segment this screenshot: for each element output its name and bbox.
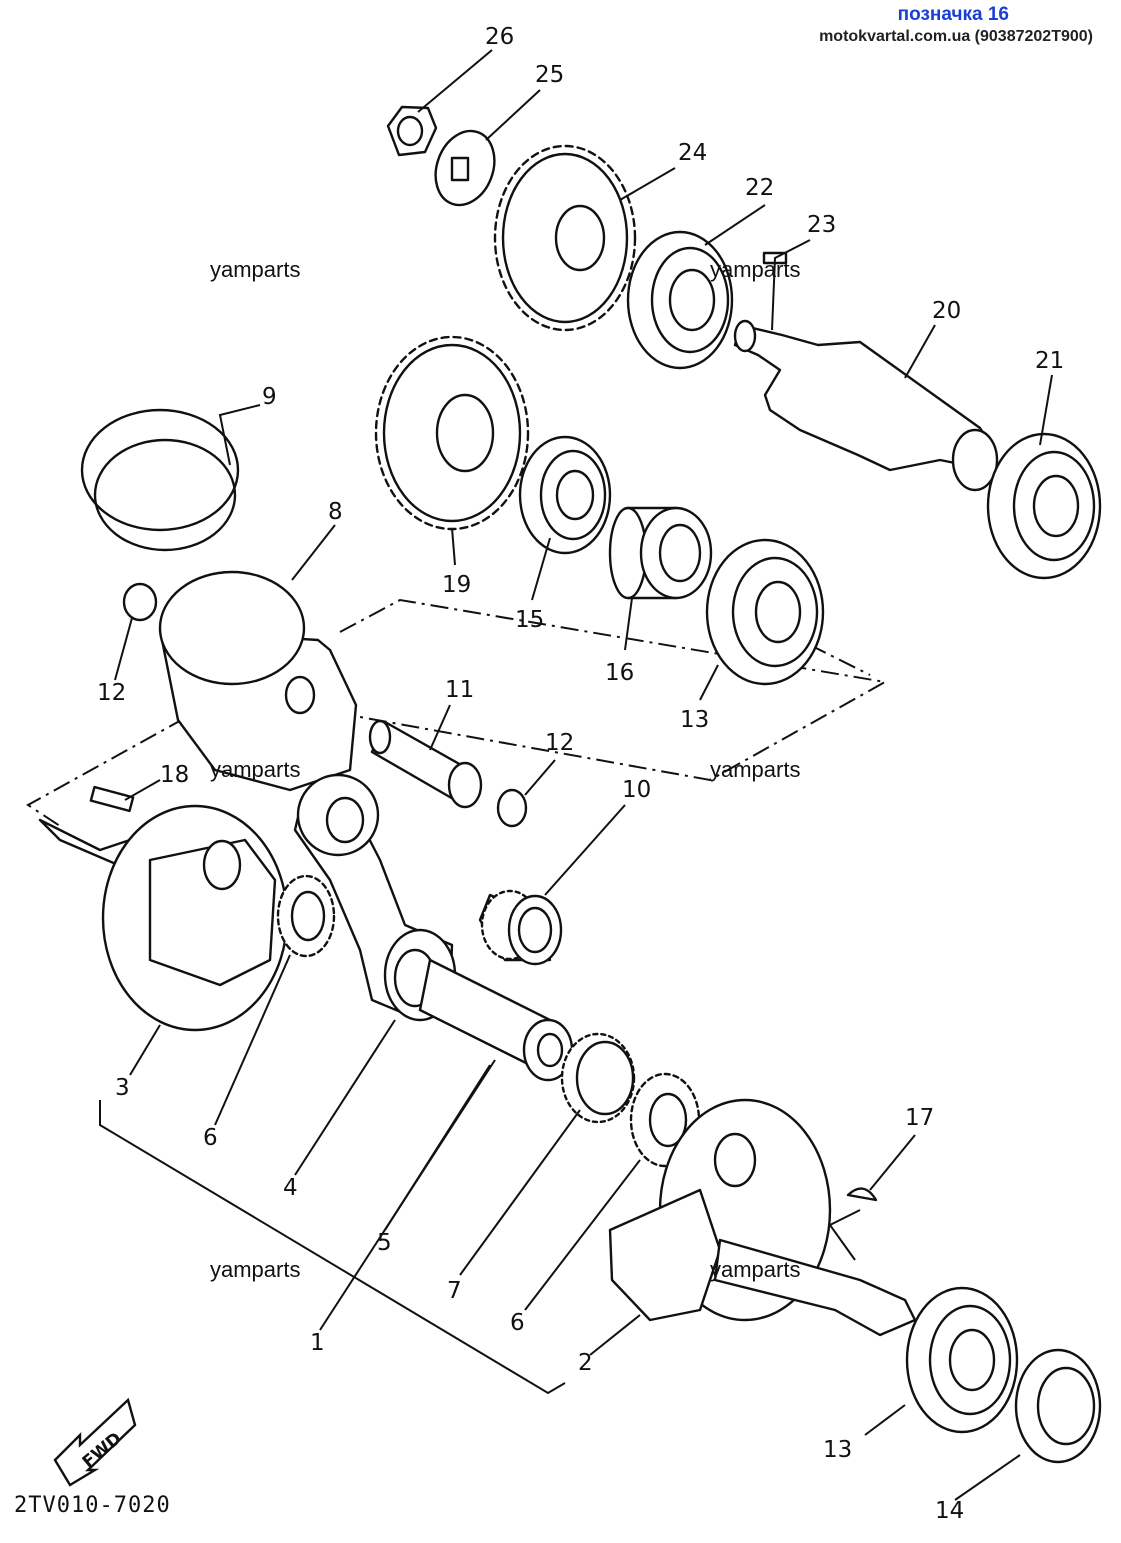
diagram-code: 2TV010-7020 <box>14 1493 171 1518</box>
watermark-text: yamparts <box>210 1257 301 1282</box>
woodruff-key-part <box>846 1187 878 1202</box>
watermark-text: yamparts <box>710 757 801 782</box>
callout-17: 17 <box>905 1105 934 1131</box>
oil-seal-part <box>1014 1348 1102 1464</box>
small-end-bearing-part <box>478 889 563 966</box>
collar-part <box>608 506 713 600</box>
callout-6-left: 6 <box>203 1125 218 1151</box>
callout-14: 14 <box>935 1498 964 1524</box>
assembly-line-bearing <box>309 598 888 782</box>
callout-4: 4 <box>283 1175 298 1201</box>
callout-2: 2 <box>578 1350 593 1376</box>
big-end-bearing-part <box>560 1032 636 1124</box>
circlip-left-part <box>122 582 158 622</box>
callout-25: 25 <box>535 62 564 88</box>
callout-20: 20 <box>932 298 961 324</box>
balancer-shaft-part <box>733 319 999 492</box>
callout-10: 10 <box>622 777 651 803</box>
piston-pin-part <box>368 719 483 809</box>
key-left-part <box>89 785 135 813</box>
callout-5: 5 <box>377 1230 392 1256</box>
callout-6-right: 6 <box>510 1310 525 1336</box>
callout-numbers: 26 25 24 22 23 20 21 9 8 19 15 16 13 12 … <box>97 24 1064 1524</box>
callout-13-lower: 13 <box>823 1437 852 1463</box>
crank-bearing-upper-part <box>705 538 825 686</box>
callout-8: 8 <box>328 499 343 525</box>
callout-1: 1 <box>310 1330 325 1356</box>
watermark-text: yamparts <box>710 257 801 282</box>
callout-23: 23 <box>807 212 836 238</box>
watermark-text: yamparts <box>210 257 301 282</box>
bearing-right-part <box>986 432 1102 580</box>
balancer-gear-part <box>374 335 530 531</box>
crank-wheel-right-part <box>608 1098 917 1337</box>
source-site-text: motokvartal.com.ua (90387202T900) <box>819 28 1093 45</box>
callout-18: 18 <box>160 762 189 788</box>
callout-12-left: 12 <box>97 680 126 706</box>
callout-21: 21 <box>1035 348 1064 374</box>
nut-part <box>386 105 438 157</box>
diagram-label: позначка 16 <box>897 4 1009 25</box>
callout-9: 9 <box>262 384 277 410</box>
piston-rings-part <box>80 408 240 552</box>
callout-12-right: 12 <box>545 730 574 756</box>
bearing-upper-part <box>626 230 734 370</box>
fwd-arrow-icon: FWD <box>53 1397 137 1487</box>
bearing-15-part <box>518 435 612 555</box>
callout-13-upper: 13 <box>680 707 709 733</box>
callout-16: 16 <box>605 660 634 686</box>
leader-lines <box>114 49 1053 1501</box>
assembly-line-piston <box>26 717 186 827</box>
piston-part <box>158 570 358 792</box>
lock-washer-part <box>434 129 496 207</box>
crank-wheel-left-part <box>38 804 289 1032</box>
callout-19: 19 <box>442 572 471 598</box>
thrust-washer-left-part <box>276 874 336 958</box>
callout-11: 11 <box>445 677 474 703</box>
circlip-right-part <box>496 788 528 828</box>
callout-7: 7 <box>447 1278 462 1304</box>
callout-26: 26 <box>485 24 514 50</box>
watermark-text: yamparts <box>210 757 301 782</box>
balancer-drive-gear-part <box>493 144 637 332</box>
callout-24: 24 <box>678 140 707 166</box>
crank-pin-part <box>418 958 574 1082</box>
callout-15: 15 <box>515 607 544 633</box>
callout-22: 22 <box>745 175 774 201</box>
callout-3: 3 <box>115 1075 130 1101</box>
crank-bearing-lower-part <box>905 1286 1019 1434</box>
watermark-text: yamparts <box>710 1257 801 1282</box>
crankshaft-group-bracket <box>99 1100 566 1395</box>
